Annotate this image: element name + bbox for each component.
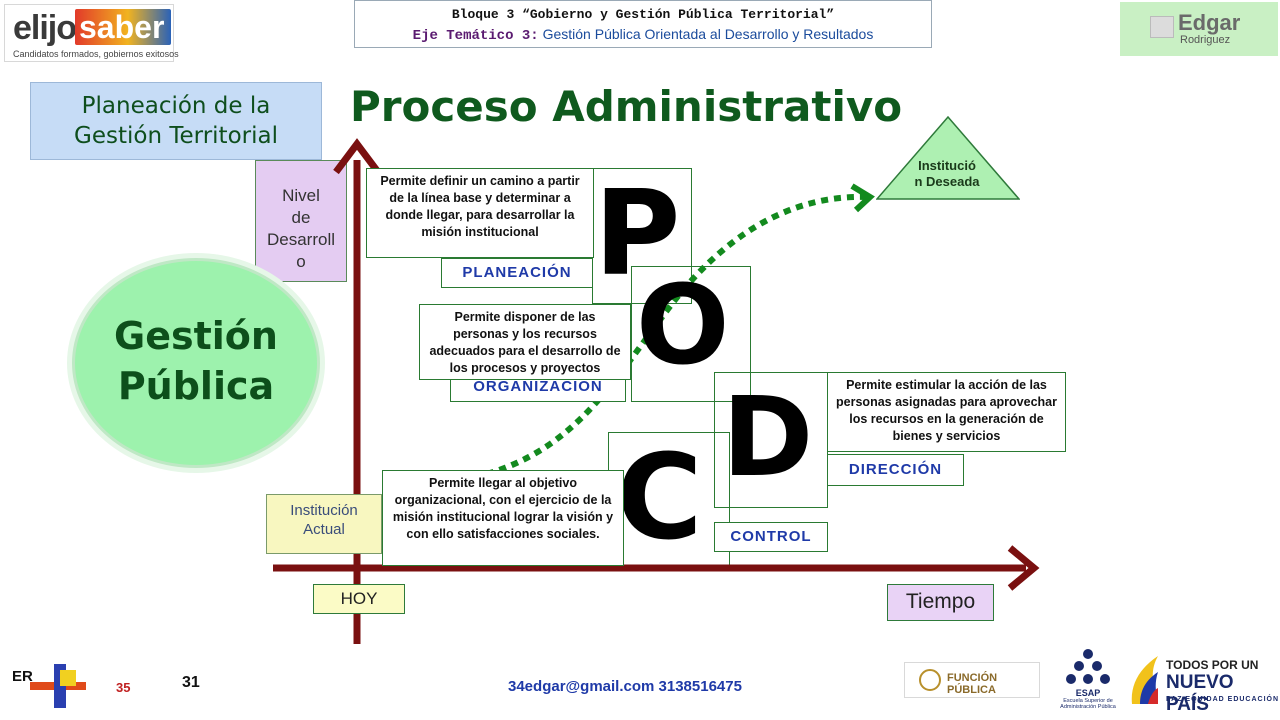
y-label-line3: Desarroll xyxy=(266,230,336,249)
planeacion-gestion-box: Planeación de la Gestión Territorial xyxy=(30,82,322,160)
target-triangle xyxy=(876,116,1020,200)
esap-name: ESAP xyxy=(1075,688,1101,698)
planeacion-line1: Planeación de la xyxy=(81,93,271,119)
letter-c: C xyxy=(616,428,703,566)
organizacion-description: Permite disponer de las personas y los r… xyxy=(419,304,631,380)
planeacion-label: PLANEACIÓN xyxy=(441,258,593,288)
logo-word-saber: saber xyxy=(75,9,171,45)
letter-o: O xyxy=(636,261,730,389)
target-label: Institució n Deseada xyxy=(890,158,1004,190)
gestion-line2: Pública xyxy=(117,364,275,408)
direccion-label: DIRECCIÓN xyxy=(827,454,964,486)
edgar-rodriguez-logo: Edgar Rodriguez xyxy=(1120,2,1278,56)
contact-info: 34edgar@gmail.com 3138516475 xyxy=(508,678,742,695)
gov-line3: PAZ EQUIDAD EDUCACIÓN xyxy=(1166,696,1280,703)
dotted-growth-path xyxy=(435,193,867,487)
target-label-line1: Institució xyxy=(918,158,976,173)
funcion-publica-text: FUNCIÓN PÚBLICA xyxy=(947,672,998,696)
er-logo: ER xyxy=(10,662,96,710)
page-number: 31 xyxy=(182,674,200,691)
header-topic-box: Bloque 3 “Gobierno y Gestión Pública Ter… xyxy=(354,0,932,48)
seal-icon xyxy=(919,669,941,691)
eje-text: Gestión Pública Orientada al Desarrollo … xyxy=(542,26,874,42)
logo-word-elijo: elijo xyxy=(13,9,77,47)
start-label-line1: Institución xyxy=(290,502,358,519)
gov-line2: NUEVO PAÍS xyxy=(1166,672,1234,715)
page-title: Proceso Administrativo xyxy=(350,82,903,131)
dotted-path-arrowhead xyxy=(850,183,875,213)
bloque-line: Bloque 3 “Gobierno y Gestión Pública Ter… xyxy=(451,7,835,22)
letter-d: D xyxy=(722,373,814,501)
y-label-line2: de xyxy=(291,208,311,227)
y-label-line1: Nivel xyxy=(282,186,320,205)
elijo-saber-logo: elijo saber Candidatos formados, gobiern… xyxy=(4,4,179,62)
y-axis-arrowhead xyxy=(333,138,381,175)
eje-label: Eje Temático 3: xyxy=(412,28,539,44)
flag-flame-icon xyxy=(1131,656,1158,704)
gestion-publica-circle: Gestión Pública xyxy=(72,258,320,468)
eje-line: Eje Temático 3: Gestión Pública Orientad… xyxy=(355,26,931,44)
start-label: Institución Actual xyxy=(266,494,382,554)
x-origin-label: HOY xyxy=(313,584,405,614)
page-number-small: 35 xyxy=(116,680,131,695)
letter-p: P xyxy=(594,164,681,302)
nuevo-pais-logo: TODOS POR UN NUEVO PAÍS PAZ EQUIDAD EDUC… xyxy=(1126,652,1280,715)
gestion-line1: Gestión xyxy=(114,314,278,358)
x-axis-label: Tiempo xyxy=(887,584,994,621)
esap-dots-icon xyxy=(1066,649,1110,684)
logo-name-line2: Rodriguez xyxy=(1180,34,1231,46)
logo-name-line1: Edgar xyxy=(1178,10,1241,35)
funcion-publica-logo: FUNCIÓN PÚBLICA xyxy=(904,662,1040,698)
logo-tagline: Candidatos formados, gobiernos exitosos xyxy=(13,49,179,59)
y-axis-label: Nivel de Desarroll o xyxy=(255,160,347,282)
planeacion-description: Permite definir un camino a partir de la… xyxy=(366,168,594,258)
esap-logo: ESAP Escuela Superior de Administración … xyxy=(1052,648,1124,712)
target-label-line2: n Deseada xyxy=(914,174,980,189)
letter-o-frame xyxy=(631,266,751,402)
start-label-line2: Actual xyxy=(303,521,345,538)
planeacion-line2: Gestión Territorial xyxy=(74,123,278,149)
y-label-line4: o xyxy=(296,252,306,271)
control-label: CONTROL xyxy=(714,522,828,552)
control-description: Permite llegar al objetivo organizaciona… xyxy=(382,470,624,566)
gov-line1: TODOS POR UN xyxy=(1166,658,1259,672)
cube-icon xyxy=(1150,16,1174,38)
esap-subtitle: Escuela Superior de Administración Públi… xyxy=(1060,698,1116,710)
er-logo-text: ER xyxy=(12,668,33,685)
er-logo-square xyxy=(60,670,76,686)
x-axis-arrowhead xyxy=(1007,545,1040,591)
direccion-description: Permite estimular la acción de las perso… xyxy=(827,372,1066,452)
